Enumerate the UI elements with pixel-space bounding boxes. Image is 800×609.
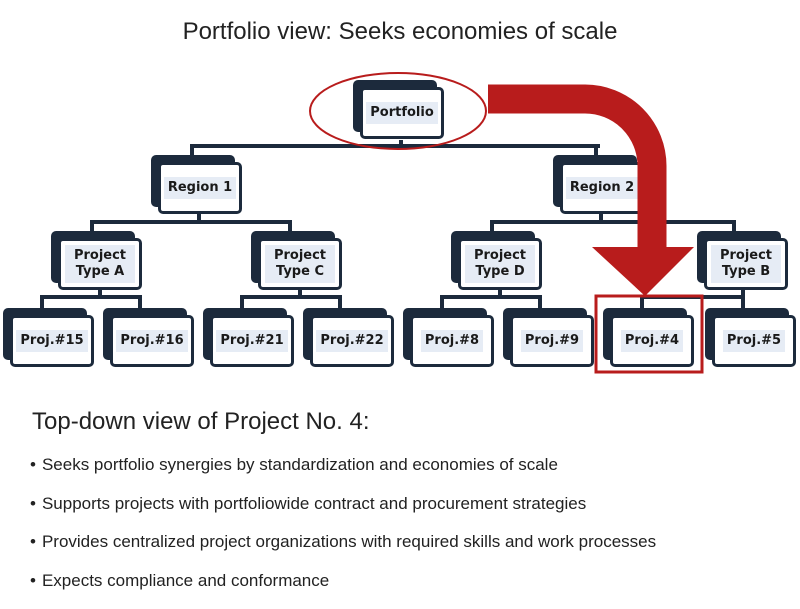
top-down-arrow-head bbox=[592, 247, 694, 296]
bullet-item: Seeks portfolio synergies by standardiza… bbox=[30, 455, 656, 494]
portfolio-highlight-ellipse bbox=[310, 73, 486, 149]
top-down-arrow-shaft bbox=[488, 99, 652, 250]
bullet-item: Provides centralized project organizatio… bbox=[30, 532, 656, 571]
bullet-item: Supports projects with portfoliowide con… bbox=[30, 494, 656, 533]
project-4-highlight-box bbox=[596, 296, 702, 372]
bullet-item: Expects compliance and conformance bbox=[30, 571, 656, 609]
bullet-list: Seeks portfolio synergies by standardiza… bbox=[30, 455, 656, 609]
section-heading: Top-down view of Project No. 4: bbox=[32, 408, 370, 436]
